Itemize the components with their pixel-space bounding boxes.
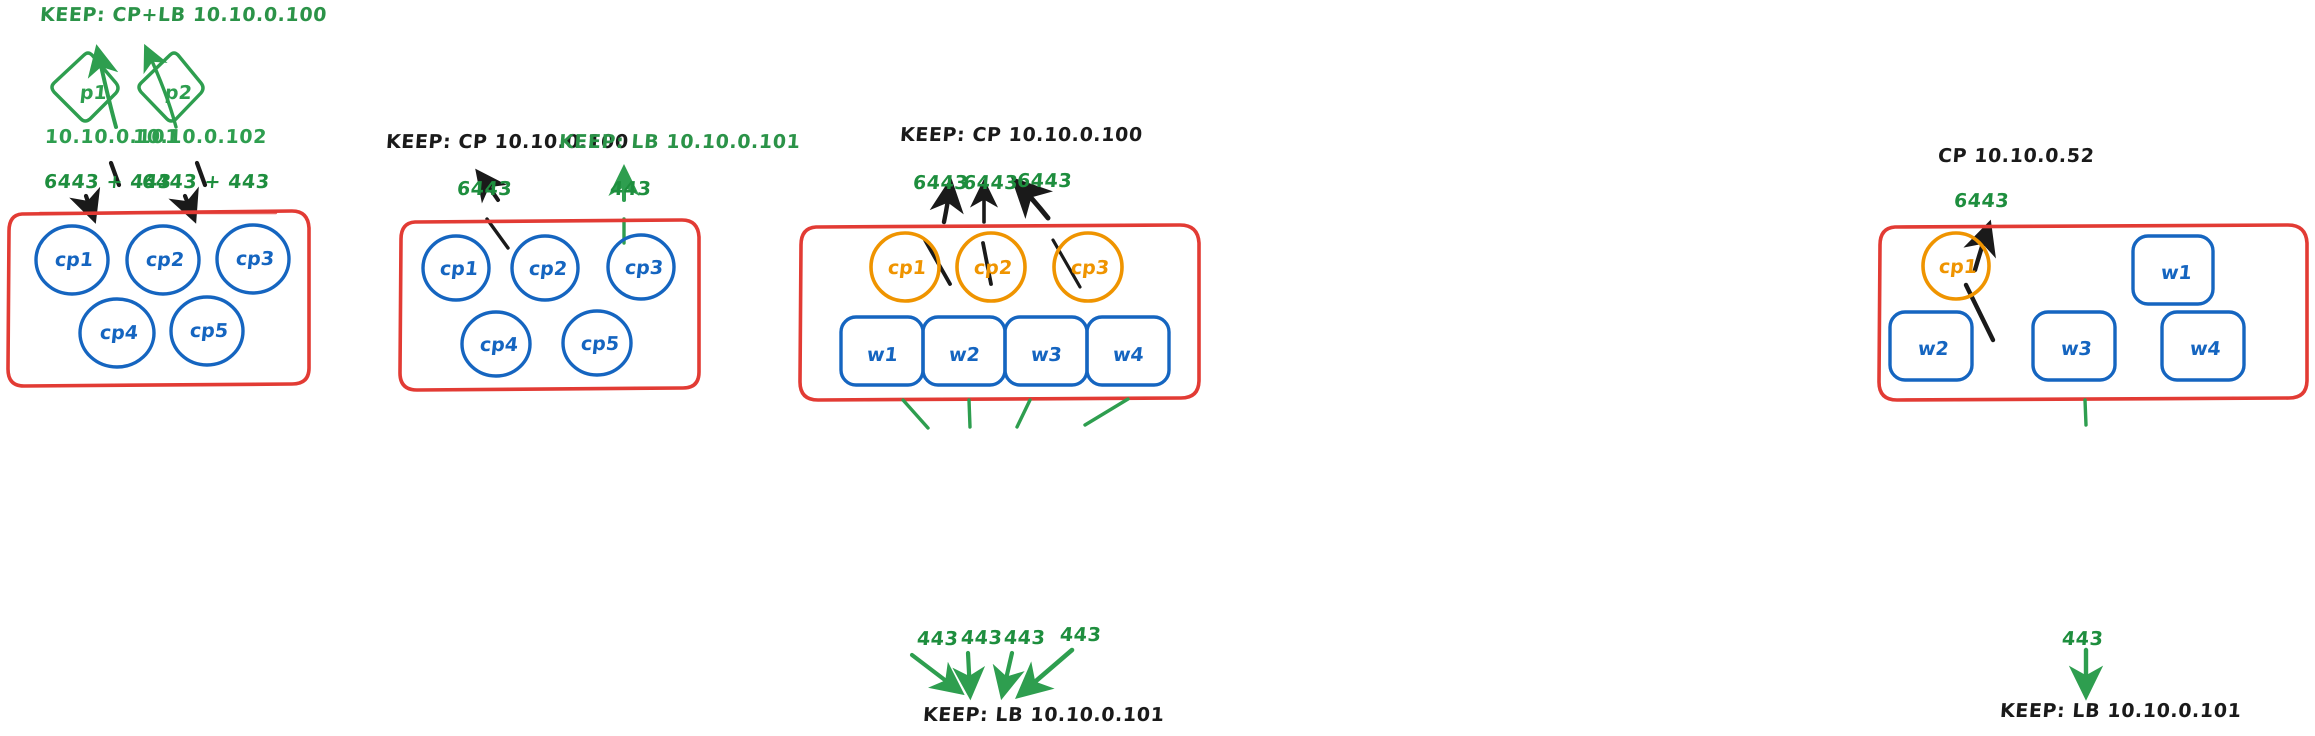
arrow-cp-vip-2 [475, 168, 507, 204]
panel-3-node-w4-label: w4 [1111, 344, 1145, 366]
arrow-443-3-to-lb [992, 650, 1025, 701]
panel-1-group [6, 43, 311, 388]
link-cluster-443-4 [2083, 398, 2088, 427]
panel-1-p2-ip: 10.10.0.102 [132, 126, 268, 148]
arrow-443-2-to-lb [952, 650, 986, 701]
node-w2 [1888, 310, 1974, 382]
panel-4-node-w1-label: w1 [2159, 262, 2193, 284]
diamond-p2 [137, 51, 205, 123]
panel-3-node-w3-label: w3 [1029, 344, 1063, 366]
node-cp5 [169, 295, 245, 367]
diamond-p1 [50, 51, 120, 123]
panel-3-top-port-1: 6443 [912, 172, 970, 194]
arrow-cp3-to-vip-3 [1010, 176, 1054, 221]
arrow-p1-to-vip [87, 44, 119, 129]
panel-1-vip-label: KEEP: CP+LB 10.10.0.100 [39, 4, 328, 26]
panel-4-lb-vip-label: KEEP: LB 10.10.0.101 [1999, 700, 2243, 722]
node-cp5 [561, 309, 633, 377]
panel-4-cp-label: CP 10.10.0.52 [1937, 145, 2096, 167]
node-w4 [1085, 315, 1171, 387]
panel-3-top-port-3: 6443 [1016, 170, 1074, 192]
panel-2-lb-vip-label: KEEP: LB 10.10.0.101 [558, 131, 802, 153]
panel-2-cp-port: 6443 [456, 178, 514, 200]
node-cp3 [1052, 231, 1124, 303]
arrow-p1-ports-down [108, 160, 122, 188]
panel-2-node-cp4-label: cp4 [478, 334, 520, 356]
node-cp1 [1921, 231, 1991, 301]
node-cp1 [421, 234, 491, 302]
panel-2-node-cp1-label: cp1 [438, 258, 480, 280]
node-cp2 [955, 231, 1027, 303]
arrow-443-1-to-lb [909, 652, 965, 696]
panel-3-lb-vip-label: KEEP: LB 10.10.0.101 [922, 704, 1166, 726]
panel-2-node-cp2-label: cp2 [527, 258, 569, 280]
panel-3-node-w1-label: w1 [865, 344, 899, 366]
arrow-cp1-to-vip-3 [929, 177, 964, 225]
panel-3-bottom-port-4: 443 [1059, 624, 1103, 646]
arrow-cp1-to-vip-4 [1963, 219, 1996, 273]
node-w1 [2131, 234, 2215, 306]
link-w1-443 [901, 398, 930, 430]
panel-1-node-cp2-label: cp2 [144, 249, 186, 271]
arrow-443-4-to-lb [1015, 647, 1075, 699]
cluster-boundary-2 [398, 218, 701, 392]
cluster-boundary-4 [1877, 223, 2309, 402]
panel-3-cp-vip-label: KEEP: CP 10.10.0.100 [899, 124, 1144, 146]
panel-1-p2-ports: 6443 + 443 [141, 171, 271, 193]
panel-4-bottom-port-1: 443 [2061, 628, 2105, 650]
panel-4-node-w4-label: w4 [2188, 338, 2222, 360]
node-cp1 [34, 224, 110, 296]
panel-4-node-w3-label: w3 [2059, 338, 2093, 360]
panel-4-node-cp1-label: cp1 [1937, 256, 1979, 278]
panel-2-node-cp5-label: cp5 [579, 333, 621, 355]
node-cp3 [606, 233, 676, 301]
panel-4-top-port-1: 6443 [1953, 190, 2011, 212]
link-w4-443 [1083, 397, 1130, 427]
arrow-p2-ports-down [194, 160, 208, 188]
node-cp3 [215, 223, 291, 295]
node-w4 [2160, 310, 2246, 382]
panel-2-node-cp3-label: cp3 [623, 257, 665, 279]
panel-2-group [398, 164, 701, 392]
link-w2-443 [967, 398, 972, 429]
panel-1-diamond-p1-label: p1 [78, 82, 108, 104]
panel-3-group [798, 176, 1201, 701]
link-cp2-3 [981, 241, 993, 286]
panel-2-lb-port: 443 [609, 178, 653, 200]
panel-3-node-cp2-label: cp2 [972, 257, 1014, 279]
panel-1-node-cp5-label: cp5 [188, 320, 230, 342]
node-cp2 [125, 224, 201, 296]
panel-3-bottom-port-1: 443 [916, 628, 960, 650]
cluster-boundary-3 [798, 223, 1201, 402]
link-cp-vip-2 [485, 217, 510, 250]
panel-1-node-cp1-label: cp1 [53, 249, 95, 271]
panel-3-node-cp3-label: cp3 [1069, 257, 1111, 279]
link-w3-443 [1015, 398, 1032, 429]
panel-4-group [1877, 219, 2309, 701]
node-cp4 [460, 310, 532, 378]
link-cp1-4 [1963, 282, 1996, 343]
node-w3 [2031, 310, 2117, 382]
panel-3-bottom-port-3: 443 [1003, 627, 1047, 649]
panel-3-top-port-2: 6443 [962, 172, 1020, 194]
node-cp1 [869, 231, 941, 303]
panel-1-diamond-p2-label: p2 [163, 82, 193, 104]
panel-3-node-cp1-label: cp1 [886, 257, 928, 279]
panel-1-node-cp4-label: cp4 [98, 322, 140, 344]
node-cp2 [510, 234, 580, 302]
panel-3-node-w2-label: w2 [947, 344, 981, 366]
panel-4-node-w2-label: w2 [1916, 338, 1950, 360]
link-cp3-3 [1051, 238, 1082, 289]
panel-1-node-cp3-label: cp3 [234, 248, 276, 270]
panel-3-bottom-port-2: 443 [960, 627, 1004, 649]
cluster-boundary-1 [6, 209, 311, 388]
node-cp4 [78, 297, 156, 369]
